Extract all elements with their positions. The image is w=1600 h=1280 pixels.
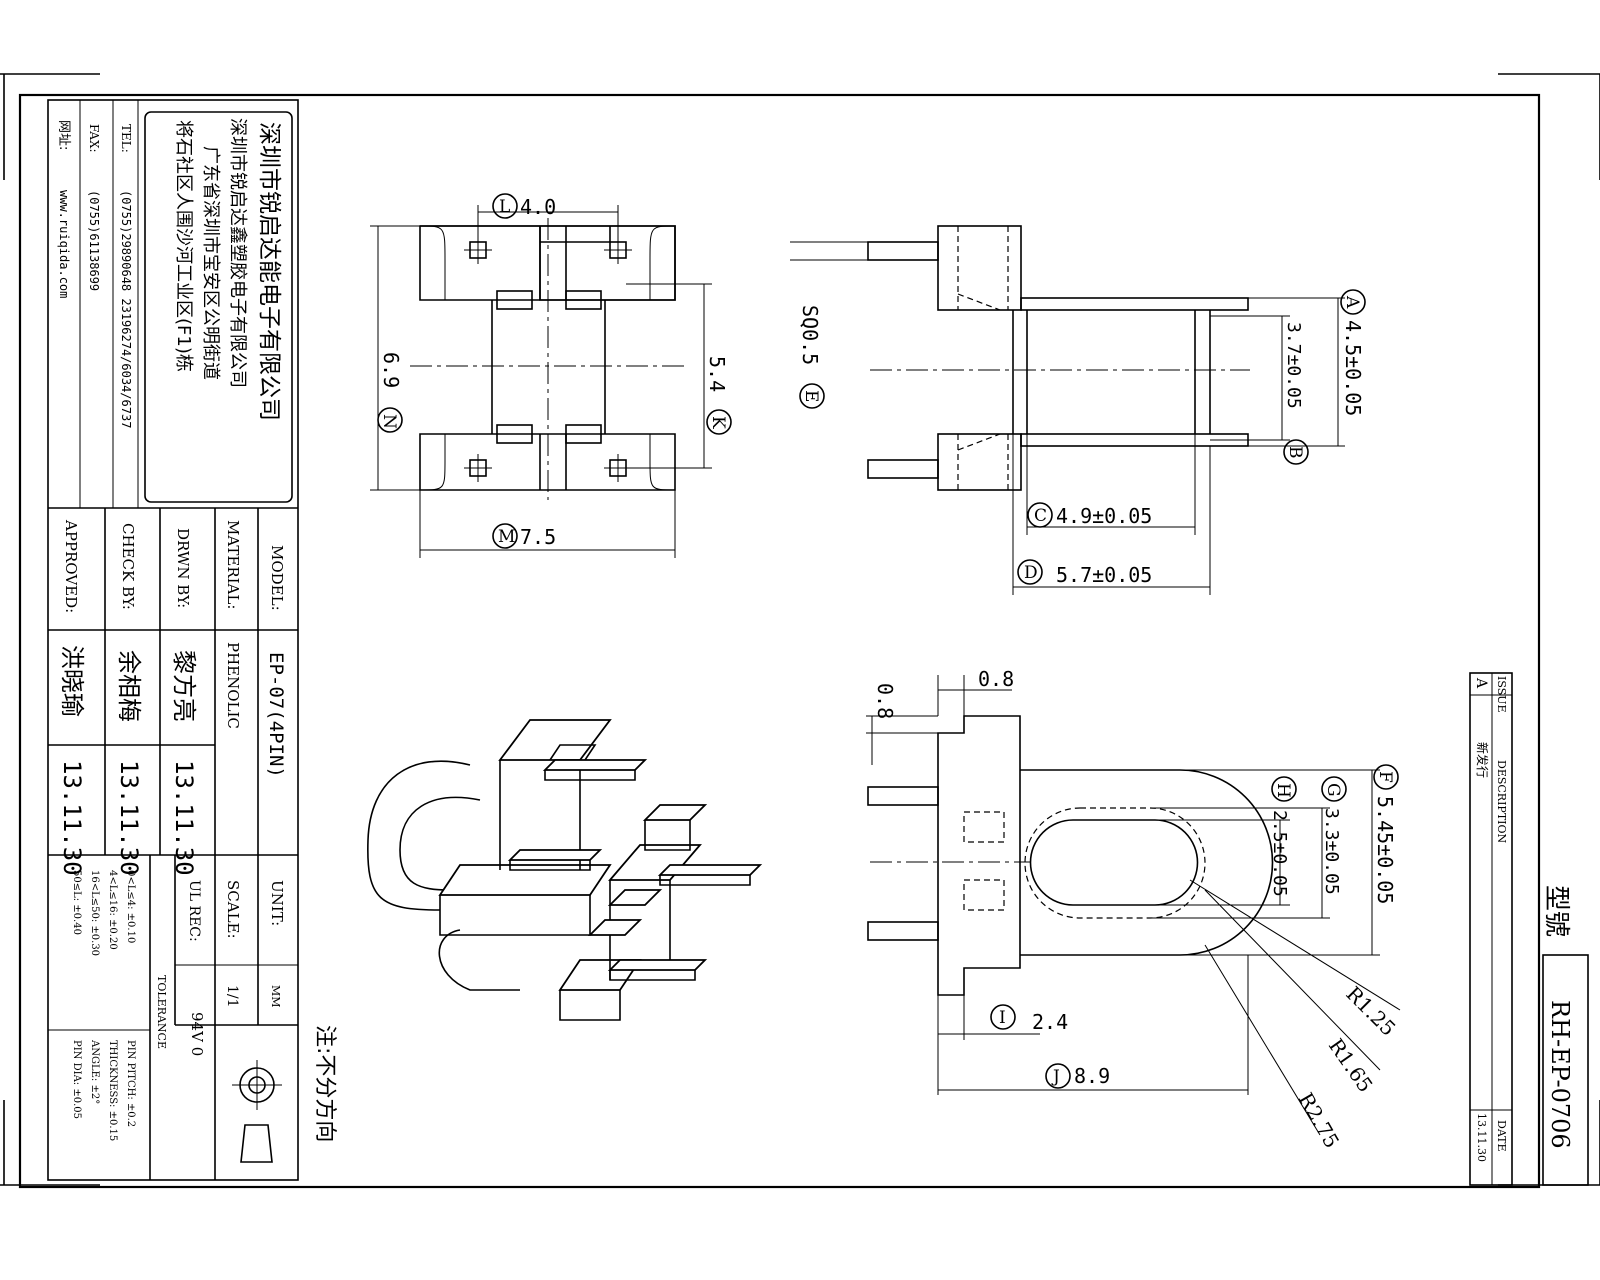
description-value: 新发行 <box>1475 742 1490 778</box>
dim-F-value: 5.45±0.05 <box>1373 796 1397 904</box>
ul-value: 94V 0 <box>188 1012 206 1056</box>
dim-label-I: I <box>999 1008 1006 1028</box>
dim-G-value: 3.3±0.05 <box>1321 808 1342 895</box>
approved-date: 13.11.30 <box>58 760 86 876</box>
radius-r3: R2.75 <box>1294 1089 1345 1153</box>
dim-L-value: 4.0 <box>520 195 556 219</box>
dim-label-G: G <box>1323 783 1343 797</box>
model-value: EP-07(4PIN) <box>265 652 287 778</box>
tolerance-extra-4: PIN DIA: ±0.05 <box>71 1040 82 1119</box>
isometric-view <box>367 719 763 1021</box>
tolerance-line-1: 0<L≤4: ±0.10 <box>125 870 136 943</box>
issue-value: A <box>1473 677 1489 689</box>
corner-marks <box>0 73 1600 1186</box>
dim-N-value: 6.9 <box>379 352 403 388</box>
unit-value: MM <box>269 985 282 1008</box>
dim-D-value: 5.7±0.05 <box>1056 563 1152 587</box>
description-label: DESCRIPTION <box>1495 760 1508 844</box>
tolerance-extra-3: ANGLE: ±2° <box>89 1039 100 1104</box>
drawn-label: DRWN BY: <box>174 528 192 608</box>
front-view: 0.8 0.8 F 5.45±0.05 G 3.3±0.05 H 2.5±0.0… <box>866 667 1401 1152</box>
material-label: MATERIAL: <box>224 520 242 609</box>
dim-flange-w: 0.8 <box>978 667 1014 691</box>
dim-label-A: A <box>1342 295 1362 309</box>
dim-E-value: SQ0.5 <box>798 305 822 365</box>
dim-label-F: F <box>1375 771 1395 783</box>
tel-label: TEL: <box>119 124 133 153</box>
dim-label-L: L <box>499 197 510 217</box>
dim-label-B: B <box>1285 446 1305 459</box>
model-label: MODEL: <box>268 545 286 611</box>
dim-label-N: N <box>379 414 399 429</box>
dim-label-D: D <box>1024 563 1038 583</box>
type-label: 型號 <box>1541 885 1571 937</box>
address-line-2: 将石社区人围沙河工业区(F1)栋 <box>173 120 194 372</box>
fax-label: FAX: <box>87 124 101 153</box>
dim-label-K: K <box>708 416 728 429</box>
factory-name: 深圳市锐启达鑫塑胶电子有限公司 <box>227 118 248 388</box>
web-label: 网址: <box>56 120 71 150</box>
type-value: RH-EP-0706 <box>1546 1000 1574 1149</box>
projection-symbol-icon <box>232 1060 282 1163</box>
scale-label: SCALE: <box>224 880 242 939</box>
tel-value: (0755)29890648 23196274/6034/6737 <box>119 190 133 428</box>
dim-M-value: 7.5 <box>520 525 556 549</box>
tolerance-line-4: 50≤L: ±0.40 <box>71 870 82 935</box>
dim-K-value: 5.4 <box>705 356 729 392</box>
scale-value: 1/1 <box>224 985 240 1008</box>
dim-flange-h: 0.8 <box>873 683 897 719</box>
revision-block: ISSUE A DESCRIPTION 新发行 DATE 13.11.30 型號… <box>1469 672 1589 1186</box>
check-label: CHECK BY: <box>119 523 137 610</box>
fax-value: (0755)61138699 <box>87 190 101 291</box>
check-date: 13.11.30 <box>115 760 143 876</box>
tolerance-extra-1: PIN PITCH: ±0.2 <box>125 1040 136 1127</box>
dim-C-value: 4.9±0.05 <box>1056 504 1152 528</box>
dim-B-value: 3.7±0.05 <box>1283 322 1304 409</box>
approved-label: APPROVED: <box>62 519 80 613</box>
dim-A-value: 4.5±0.05 <box>1341 320 1365 416</box>
address-line-1: 广东省深圳市宝安区公明街道 <box>200 146 221 380</box>
dim-label-H: H <box>1273 783 1293 798</box>
unit-label: UNIT: <box>268 880 286 926</box>
dim-label-M: M <box>498 527 515 547</box>
check-name: 余相梅 <box>115 650 143 722</box>
material-value: PHENOLIC <box>224 642 242 729</box>
top-view: L 4.0 5.4 K 6.9 N M 7.5 <box>370 193 732 558</box>
tolerance-label: TOLERANCE <box>155 975 168 1049</box>
title-block: 深圳市锐启达能电子有限公司 深圳市锐启达鑫塑胶电子有限公司 广东省深圳市宝安区公… <box>47 99 299 1181</box>
dim-label-C: C <box>1034 506 1047 526</box>
date-label: DATE <box>1495 1120 1508 1152</box>
side-view: SQ0.5 E A 4.5±0.05 3.7±0.05 B C 4.9±0.05… <box>790 225 1366 595</box>
dim-label-J: J <box>1051 1067 1060 1087</box>
web-value: www.ruiqida.com <box>57 190 71 298</box>
radius-r2: R1.65 <box>1324 1034 1378 1097</box>
tolerance-line-3: 16<L≤50: ±0.30 <box>89 870 100 956</box>
dim-label-E: E <box>801 390 821 402</box>
direction-note: 注:不分方向 <box>312 1025 337 1142</box>
dim-I-value: 2.4 <box>1032 1010 1068 1034</box>
tolerance-extra-2: THICKNESS: ±0.15 <box>107 1040 118 1141</box>
approved-name: 洪晓瑜 <box>58 645 86 717</box>
issue-label: ISSUE <box>1495 676 1508 713</box>
ul-label: UL REC: <box>186 880 202 942</box>
dim-H-value: 2.5±0.05 <box>1269 810 1290 897</box>
drawing-border <box>18 93 1541 1189</box>
drawn-name: 黎方亮 <box>170 650 198 722</box>
tolerance-line-2: 4<L≤16: ±0.20 <box>107 870 118 950</box>
date-value: 13.11.30 <box>1475 1113 1488 1162</box>
dim-J-value: 8.9 <box>1074 1064 1110 1088</box>
radius-r1: R1.25 <box>1341 982 1400 1041</box>
company-name: 深圳市锐启达能电子有限公司 <box>256 122 282 421</box>
